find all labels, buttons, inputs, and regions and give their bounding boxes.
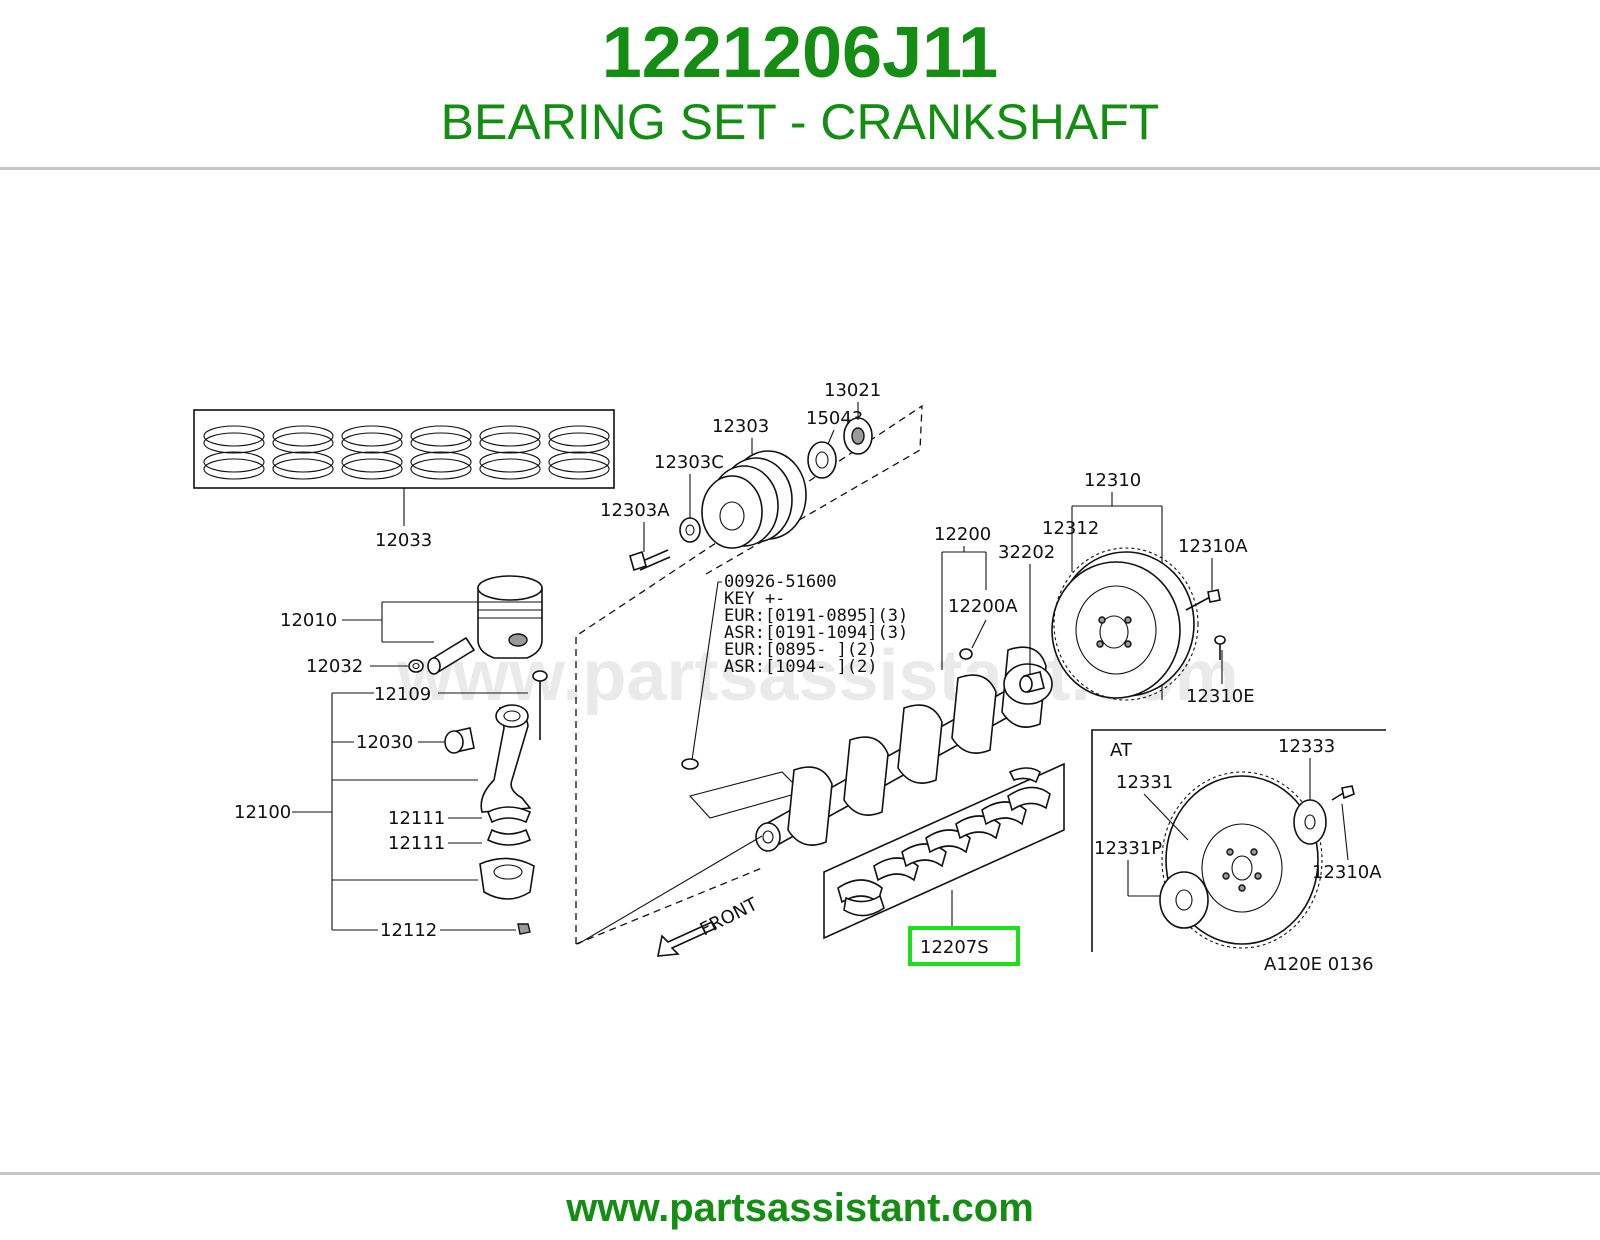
ring-stack <box>479 425 541 480</box>
footer-website-link[interactable]: www.partsassistant.com <box>566 1186 1034 1230</box>
callout-12207s[interactable]: 12207S <box>920 937 989 958</box>
key-note-line: ASR:[0191-1094](3) <box>724 623 908 643</box>
drive-plate-group: AT 12333 12310A 12331 12331P A120E 0136 <box>1091 729 1386 975</box>
rod-bearing-lower[interactable] <box>486 828 532 846</box>
callout-12333[interactable]: 12333 <box>1278 736 1335 757</box>
crank-pulley[interactable] <box>701 450 807 549</box>
rod-bearing-upper[interactable] <box>486 806 532 824</box>
ring-stack <box>410 425 472 480</box>
callout-32202[interactable]: 32202 <box>998 542 1055 563</box>
part-name: BEARING SET - CRANKSHAFT <box>440 94 1160 150</box>
figure-code: A120E 0136 <box>1264 954 1374 975</box>
callout-12303c[interactable]: 12303C <box>654 452 724 473</box>
bearing-frame <box>823 762 1065 940</box>
flywheel-group: 12310 12312 32202 12310A 12310E <box>998 470 1255 707</box>
ring-stack <box>272 425 334 480</box>
header-divider <box>0 167 1600 170</box>
key-note-line: ASR:[1094- ](2) <box>724 657 878 677</box>
parts-diagram: www.partsassistant.com 12033 <box>182 340 1422 1012</box>
callout-12303a[interactable]: 12303A <box>600 500 670 521</box>
leader-line <box>1143 793 1189 841</box>
piston-group: 12010 12032 <box>280 575 543 677</box>
ring-stack <box>203 425 265 480</box>
pulley-washer[interactable] <box>679 517 701 543</box>
dashed-outline <box>575 867 763 945</box>
dowel-pin[interactable] <box>1214 635 1226 660</box>
leader-line <box>1341 803 1349 861</box>
pilot-bushing[interactable] <box>959 648 973 660</box>
reinforcement-plate[interactable] <box>1293 799 1327 845</box>
crank-axis <box>577 835 763 945</box>
flywheel-bolt[interactable] <box>1185 589 1221 611</box>
at-frame <box>1091 729 1386 952</box>
callout-12200[interactable]: 12200 <box>934 524 991 545</box>
piston-pin[interactable] <box>427 636 476 675</box>
callout-12312[interactable]: 12312 <box>1042 518 1099 539</box>
callout-12310a-at[interactable]: 12310A <box>1312 862 1382 883</box>
connecting-rod[interactable] <box>480 704 532 813</box>
callout-12010[interactable]: 12010 <box>280 610 337 631</box>
pulley-bolt[interactable] <box>629 549 671 572</box>
page-header: 1221206J11 BEARING SET - CRANKSHAFT <box>0 0 1600 168</box>
main-bearing-shells[interactable] <box>837 767 1051 917</box>
crank-sprocket[interactable] <box>843 417 873 455</box>
callout-12032[interactable]: 12032 <box>306 656 363 677</box>
callout-12111-upper[interactable]: 12111 <box>388 808 445 829</box>
callout-12111-lower[interactable]: 12111 <box>388 833 445 854</box>
callout-12331p[interactable]: 12331P <box>1094 838 1162 859</box>
snap-ring[interactable] <box>408 659 424 673</box>
key-note-line: EUR:[0191-0895](3) <box>724 606 908 626</box>
ring-stack <box>548 425 610 480</box>
callout-12310a[interactable]: 12310A <box>1178 536 1248 557</box>
ring-stack <box>341 425 403 480</box>
key-note-line: KEY +- <box>724 589 785 609</box>
drive-plate-spacer[interactable] <box>1159 871 1209 929</box>
rod-bolt[interactable] <box>532 670 548 740</box>
callout-12310e[interactable]: 12310E <box>1186 686 1255 707</box>
dashed-outline <box>575 404 923 944</box>
leader-line <box>691 581 722 761</box>
callout-12030[interactable]: 12030 <box>356 732 413 753</box>
callout-12310[interactable]: 12310 <box>1084 470 1141 491</box>
piston-rings[interactable] <box>203 425 610 480</box>
key-note: 00926-51600 KEY +- EUR:[0191-0895](3) AS… <box>681 572 908 770</box>
small-end-bushing[interactable] <box>444 727 475 754</box>
part-number: 1221206J11 <box>601 13 999 93</box>
front-arrow-icon <box>657 920 718 957</box>
rod-nut[interactable] <box>517 923 531 935</box>
front-label: FRONT <box>697 893 762 940</box>
parts-diagram-svg: www.partsassistant.com 12033 <box>193 380 1386 975</box>
crank-pulley-group: 12303A 12303C 12303 15043 13021 <box>575 380 923 945</box>
woodruff-key[interactable] <box>681 758 699 770</box>
key-note-line: EUR:[0895- ](2) <box>724 640 878 660</box>
footer-divider <box>0 1172 1600 1175</box>
callout-12200a[interactable]: 12200A <box>948 596 1018 617</box>
key-outline <box>688 771 804 819</box>
pilot-bearing[interactable] <box>1019 671 1045 693</box>
leader-line <box>971 619 987 649</box>
callout-12303[interactable]: 12303 <box>712 416 769 437</box>
drive-plate-bolt[interactable] <box>1331 785 1355 801</box>
flywheel[interactable] <box>1051 547 1199 701</box>
callout-13021[interactable]: 13021 <box>824 380 881 401</box>
leader-line <box>827 429 835 445</box>
at-label: AT <box>1110 740 1133 761</box>
callout-12033[interactable]: 12033 <box>375 530 432 551</box>
piston[interactable] <box>477 575 543 659</box>
connecting-rod-group: 12100 12109 12030 12111 12111 <box>234 670 548 941</box>
callout-12331[interactable]: 12331 <box>1116 772 1173 793</box>
rod-cap[interactable] <box>479 857 535 900</box>
highlight-box <box>908 926 1020 966</box>
oil-pump-sprocket[interactable] <box>807 441 837 479</box>
piston-ring-set-group: 12033 <box>193 409 615 551</box>
callout-12109[interactable]: 12109 <box>374 684 431 705</box>
callout-12112[interactable]: 12112 <box>380 920 437 941</box>
callout-12100[interactable]: 12100 <box>234 802 291 823</box>
key-note-line: 00926-51600 <box>724 572 837 592</box>
